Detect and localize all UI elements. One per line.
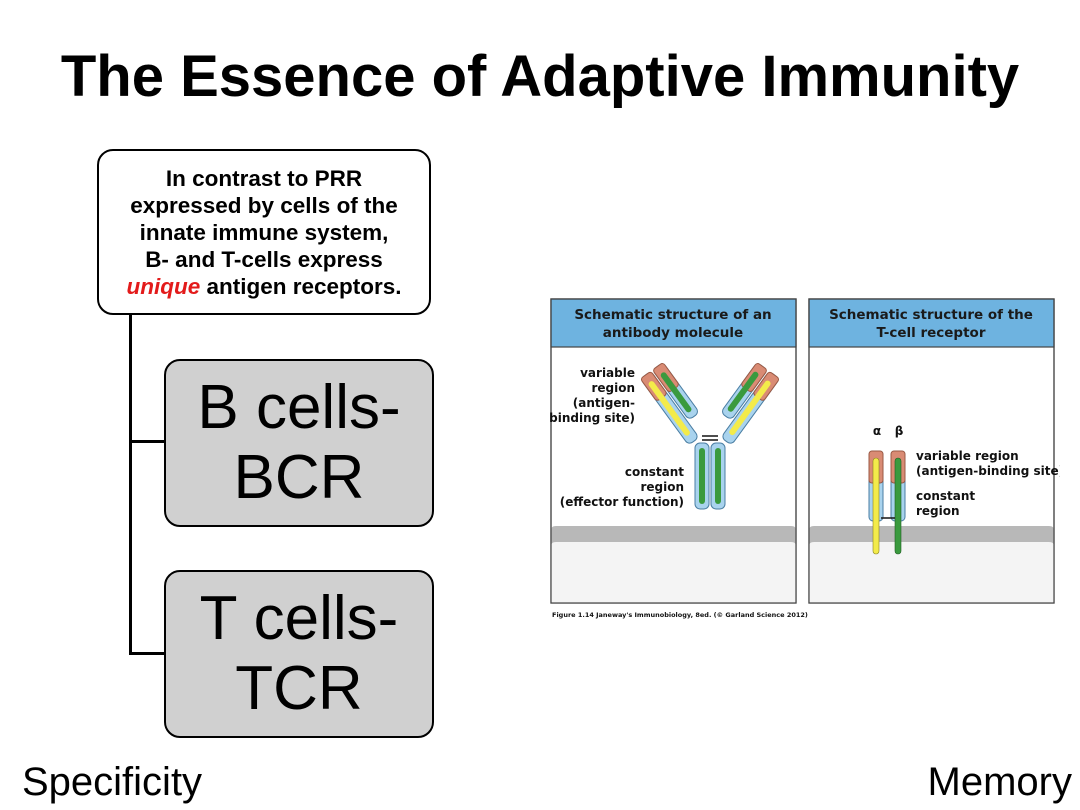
- antibody-panel-header: [550, 298, 797, 348]
- specificity-label: Specificity: [22, 760, 203, 804]
- tcr-cell-interior: [809, 542, 1054, 603]
- note-line-4: B- and T-cells express: [145, 246, 383, 272]
- antibody-title-line-1: Schematic structure of an: [574, 307, 771, 323]
- tcr-panel: Schematic structure of the T-cell recept…: [808, 298, 1060, 604]
- receptor-structure-figure: Schematic structure of an antibody molec…: [550, 298, 1060, 619]
- tcr-molecule-icon: [868, 450, 906, 555]
- tcr-variable-label-1: variable region: [916, 449, 1019, 463]
- antibody-variable-label-1: variable: [580, 366, 635, 380]
- slide-title: The Essence of Adaptive Immunity: [60, 44, 1020, 109]
- antibody-cell-interior: [551, 542, 796, 603]
- t-cells-tcr-box: T cells- TCR: [164, 570, 434, 738]
- antibody-constant-label-3: (effector function): [560, 495, 684, 509]
- antigen-receptor-note-box: In contrast to PRR expressed by cells of…: [97, 149, 431, 315]
- tcr-beta-label: β: [895, 424, 904, 438]
- note-line-5: unique antigen receptors.: [126, 273, 401, 300]
- tcr-title-line-2: T-cell receptor: [877, 325, 986, 341]
- tcr-variable-label-2: (antigen-binding site): [916, 464, 1060, 478]
- b-cells-label: B cells-: [197, 373, 401, 442]
- unique-emphasis: unique: [126, 273, 201, 299]
- b-cells-bcr-box: B cells- BCR: [164, 359, 434, 527]
- antibody-title-line-2: antibody molecule: [603, 325, 743, 341]
- antibody-panel-border: [550, 298, 797, 604]
- antibody-constant-label-2: region: [640, 480, 684, 494]
- tcr-title-line-1: Schematic structure of the: [829, 307, 1033, 323]
- t-cells-label: T cells-: [199, 584, 399, 653]
- tcr-constant-label-2: region: [916, 504, 960, 518]
- hierarchy-connector-bcr: [129, 440, 166, 443]
- hierarchy-connector-vertical: [129, 315, 132, 655]
- antibody-molecule-icon: [641, 363, 779, 510]
- note-line-1: In contrast to PRR: [165, 165, 363, 191]
- tcr-alpha-label: α: [873, 424, 881, 438]
- note-line-3: innate immune system,: [139, 219, 389, 245]
- hierarchy-connector-tcr: [129, 652, 166, 655]
- tcr-label: TCR: [235, 654, 363, 723]
- antibody-variable-label-4: binding site): [550, 411, 635, 425]
- antibody-constant-label-1: constant: [625, 465, 684, 479]
- antibody-variable-label-3: (antigen-: [573, 396, 635, 410]
- note-line-5-rest: antigen receptors.: [200, 273, 402, 299]
- tcr-constant-label-1: constant: [916, 489, 975, 503]
- bcr-label: BCR: [233, 443, 365, 512]
- note-line-2: expressed by cells of the: [130, 192, 398, 218]
- antibody-panel: Schematic structure of an antibody molec…: [550, 298, 797, 604]
- figure-caption: Figure 1.14 Janeway's Immunobiology, 8ed…: [552, 611, 808, 619]
- tcr-panel-header: [808, 298, 1055, 348]
- antibody-variable-label-2: region: [591, 381, 635, 395]
- tcr-panel-border: [808, 298, 1055, 604]
- memory-label: Memory: [927, 760, 1072, 804]
